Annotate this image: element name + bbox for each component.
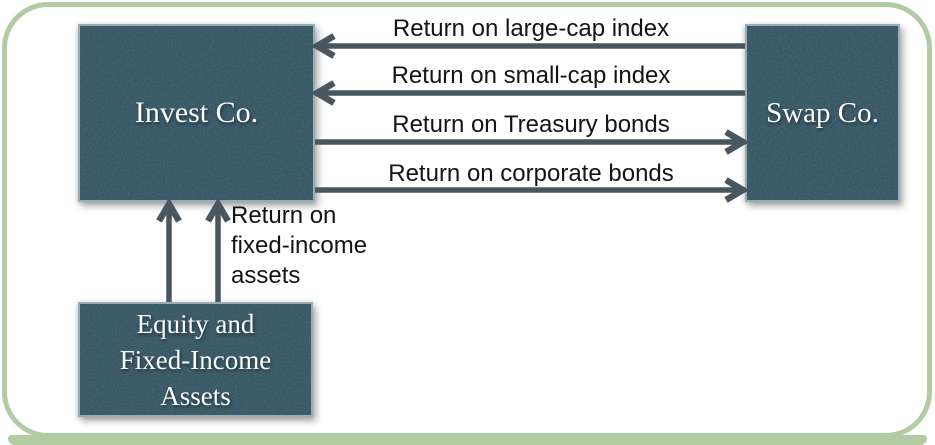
box-texture	[80, 304, 311, 415]
node-assets-line1: Equity and	[136, 308, 255, 339]
node-assets: Equity and Fixed-Income Assets	[78, 302, 313, 417]
box-texture	[80, 26, 313, 200]
node-invest-co: Invest Co.	[78, 24, 315, 202]
edge-label-fixed-income: Return on fixed-income assets	[231, 201, 367, 291]
box-texture	[747, 26, 898, 200]
edge-label-treasury: Return on Treasury bonds	[392, 111, 670, 138]
node-swap-co: Swap Co.	[745, 24, 900, 202]
slide-footer-strip	[8, 435, 927, 445]
node-invest-co-label: Invest Co.	[134, 96, 259, 130]
arrow-fixed-income-assets-1	[156, 197, 182, 302]
arrow-fixed-income-assets-2	[205, 197, 231, 302]
edge-label-fixed-income-line2: fixed-income	[231, 232, 368, 259]
node-swap-co-label: Swap Co.	[766, 96, 879, 129]
edge-label-small-cap: Return on small-cap index	[391, 62, 671, 89]
edge-label-corporate: Return on corporate bonds	[388, 160, 674, 187]
node-assets-label: Equity and Fixed-Income Assets	[120, 306, 271, 414]
edge-label-fixed-income-line3: assets	[231, 262, 301, 289]
edge-label-large-cap: Return on large-cap index	[392, 15, 670, 42]
edge-label-fixed-income-line1: Return on	[231, 202, 337, 229]
node-assets-line3: Assets	[160, 380, 231, 411]
node-assets-line2: Fixed-Income	[119, 344, 272, 375]
